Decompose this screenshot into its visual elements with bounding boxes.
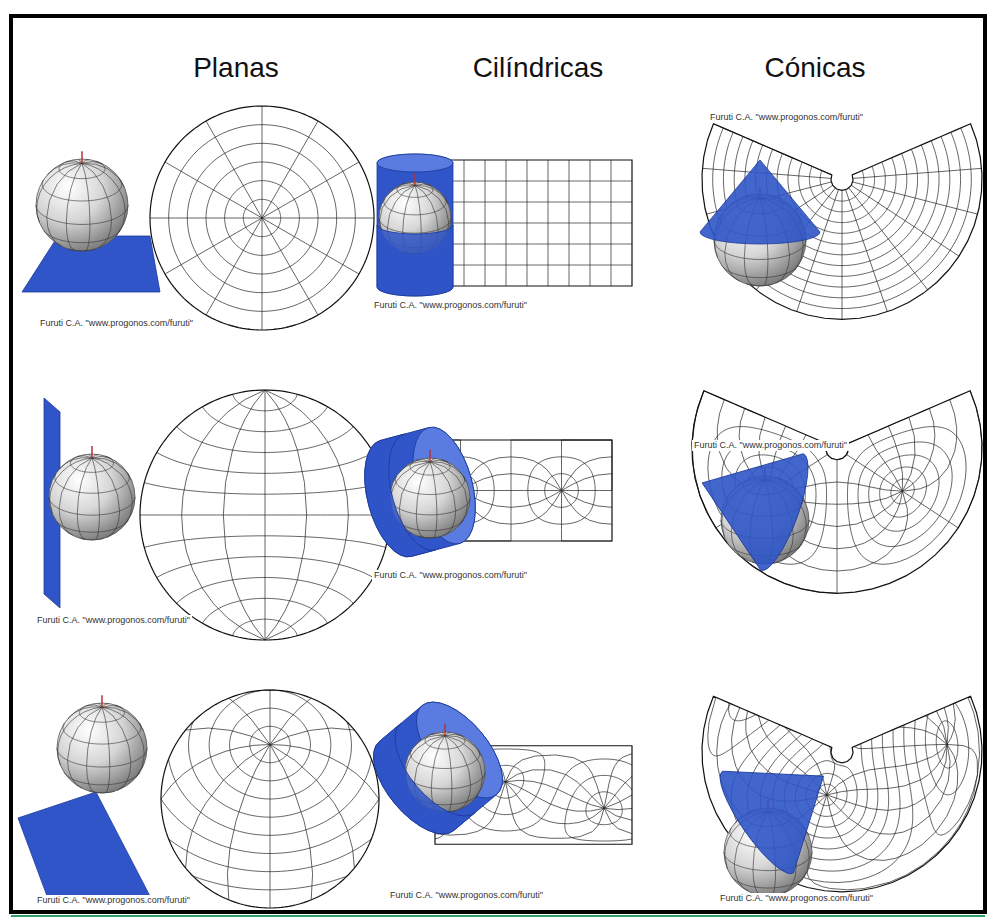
globe-axis — [81, 151, 83, 163]
map-grid — [150, 106, 374, 330]
cylinder-body — [358, 688, 518, 849]
cylinder-body — [353, 420, 486, 563]
cylinder-body — [377, 154, 453, 296]
projection-grids — [140, 106, 982, 908]
projection-cylinder — [377, 154, 453, 296]
globe — [36, 151, 128, 251]
map-outline — [150, 106, 374, 330]
map-grid — [161, 690, 379, 908]
column-heading: Cónicas — [764, 52, 865, 84]
watermark: Furuti C.A. "www.progonos.com/furuti" — [35, 615, 192, 626]
watermark: Furuti C.A. "www.progonos.com/furuti" — [372, 570, 529, 581]
watermark: Furuti C.A. "www.progonos.com/furuti" — [692, 440, 849, 451]
globe-axis — [414, 173, 416, 185]
projection-cylinder — [353, 420, 486, 563]
cylinder-front — [377, 225, 453, 296]
projection-models — [18, 151, 859, 904]
graticule — [140, 390, 390, 640]
watermark: Furuti C.A. "www.progonos.com/furuti" — [38, 318, 195, 329]
projection-cylinder — [358, 688, 518, 849]
bottom-rule — [11, 915, 985, 917]
globe-body — [49, 454, 135, 540]
projection-cone — [709, 725, 859, 882]
globe-axis — [444, 724, 446, 736]
globe-graticule — [49, 454, 135, 540]
watermark: Furuti C.A. "www.progonos.com/furuti" — [718, 893, 875, 904]
projection-cone — [700, 160, 820, 244]
globe-axis — [101, 695, 103, 707]
map-outline — [161, 690, 379, 908]
globe-axis — [429, 450, 431, 462]
globe-axis — [91, 446, 93, 458]
watermark: Furuti C.A. "www.progonos.com/furuti" — [372, 300, 529, 311]
graticule — [150, 106, 374, 330]
globe — [57, 695, 147, 793]
globe-graticule — [36, 159, 128, 251]
globe-body — [36, 159, 128, 251]
watermark: Furuti C.A. "www.progonos.com/furuti" — [35, 895, 192, 906]
projection-plane — [18, 792, 152, 904]
map-grid — [140, 390, 390, 640]
column-heading: Planas — [193, 52, 279, 84]
globe-body — [57, 703, 147, 793]
watermark: Furuti C.A. "www.progonos.com/furuti" — [388, 890, 545, 901]
globe — [49, 446, 135, 540]
map-outline — [140, 390, 390, 640]
cylinder-front — [353, 434, 435, 564]
column-heading: Cilíndricas — [473, 52, 604, 84]
cylinder-rim — [377, 154, 453, 172]
globe-graticule — [57, 703, 147, 793]
graticule — [161, 690, 379, 908]
watermark: Furuti C.A. "www.progonos.com/furuti" — [708, 112, 865, 123]
frame — [11, 16, 985, 912]
cylinder-front — [358, 724, 475, 849]
